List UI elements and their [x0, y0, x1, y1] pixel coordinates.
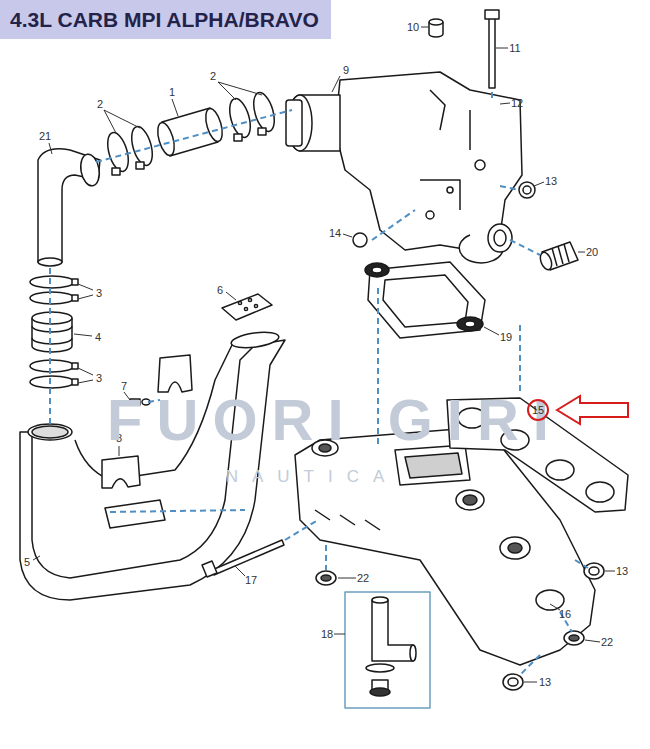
callout-number: 18 — [321, 629, 333, 640]
callout-number: 16 — [559, 609, 571, 620]
callout-number: 12 — [511, 98, 523, 109]
callout-number: 15 — [532, 405, 544, 416]
callout-number: 13 — [545, 176, 557, 187]
callout-number: 9 — [343, 65, 349, 76]
pointer-arrow — [557, 396, 628, 424]
callout-number: 5 — [24, 557, 30, 568]
callout-number: 10 — [407, 22, 419, 33]
callout-number: 17 — [245, 575, 257, 586]
callout-number: 1 — [169, 87, 175, 98]
callout-number: 2 — [97, 99, 103, 110]
callout-number: 20 — [586, 247, 598, 258]
callout-number: 13 — [616, 566, 628, 577]
callout-number: 13 — [539, 677, 551, 688]
callout-number: 11 — [509, 43, 520, 54]
callout-number: 14 — [329, 228, 341, 239]
callout-number: 21 — [39, 131, 51, 142]
callout-number: 22 — [357, 573, 369, 584]
callout-number: 4 — [95, 332, 101, 343]
callout-number: 19 — [500, 332, 512, 343]
callout-number: 3 — [96, 373, 102, 384]
callout-number: 22 — [601, 637, 613, 648]
watermark: NAUTICA — [226, 468, 399, 485]
callout-number: 6 — [217, 285, 223, 296]
callout-number: 2 — [210, 71, 216, 82]
title-band: 4.3L CARB MPI ALPHA/BRAVO — [0, 0, 331, 39]
callout-number: 7 — [121, 381, 127, 392]
callout-number: 3 — [96, 288, 102, 299]
watermark: FUORI GIRI — [107, 391, 563, 449]
